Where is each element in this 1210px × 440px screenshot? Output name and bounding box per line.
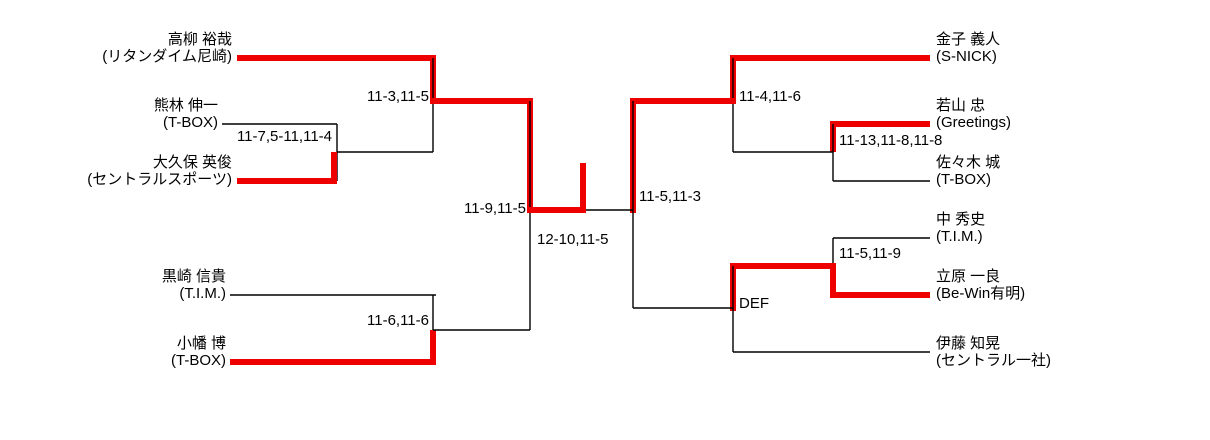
player-name: 若山 忠	[936, 97, 986, 114]
player-name: 黒崎 信貴	[161, 268, 226, 285]
player-entry-4: 黒崎 信貴 (T.I.M.)	[0, 268, 226, 302]
player-club: (セントラルスポーツ)	[87, 171, 232, 188]
match-score-left-r1: 11-7,5-11,11-4	[236, 128, 332, 145]
player-club: (T-BOX)	[936, 171, 991, 188]
player-club: (S-NICK)	[936, 48, 997, 65]
player-club: (T-BOX)	[171, 352, 226, 369]
player-club: (T-BOX)	[163, 114, 218, 131]
player-entry-11: 伊藤 知晃 (セントラル一社)	[936, 335, 1051, 369]
player-name: 大久保 英俊	[152, 154, 232, 171]
match-score-left-qf-top: 11-3,11-5	[367, 88, 429, 105]
player-entry-6: 金子 義人 (S-NICK)	[936, 31, 1000, 65]
player-name: 佐々木 城	[936, 154, 1001, 171]
player-name: 高柳 裕哉	[167, 31, 232, 48]
player-entry-8: 佐々木 城 (T-BOX)	[936, 154, 1000, 188]
player-entry-10: 立原 一良 (Be-Win有明)	[936, 268, 1025, 302]
player-name: 中 秀史	[936, 211, 986, 228]
player-name: 小幡 博	[176, 335, 226, 352]
player-entry-5: 小幡 博 (T-BOX)	[0, 335, 226, 369]
match-score-left-qf-bottom: 11-6,11-6	[367, 312, 429, 329]
player-name: 立原 一良	[936, 268, 1001, 285]
player-club: (Be-Win有明)	[936, 285, 1026, 302]
player-entry-3: 大久保 英俊 (セントラルスポーツ)	[0, 154, 232, 188]
player-name: 金子 義人	[936, 31, 1001, 48]
match-score-right-qf-top: 11-4,11-6	[739, 88, 801, 105]
player-entry-7: 若山 忠 (Greetings)	[936, 97, 1011, 131]
match-score-right-qf-bottom: 11-5,11-9	[839, 245, 901, 262]
player-entry-9: 中 秀史 (T.I.M.)	[936, 211, 985, 245]
match-score-final: 12-10,11-5	[537, 231, 609, 248]
player-club: (T.I.M.)	[179, 285, 226, 302]
match-score-right-def: DEF	[739, 295, 769, 312]
match-score-right-r1: 11-13,11-8,11-8	[839, 132, 943, 149]
player-club: (セントラル一社)	[936, 352, 1051, 369]
match-score-right-sf: 11-5,11-3	[639, 188, 701, 205]
player-name: 熊林 伸一	[153, 97, 218, 114]
player-club: (リタンダイム尼崎)	[102, 48, 232, 65]
player-entry-2: 熊林 伸一 (T-BOX)	[0, 97, 218, 131]
match-score-left-sf: 11-9,11-5	[464, 200, 526, 217]
player-name: 伊藤 知晃	[936, 335, 1001, 352]
player-entry-1: 高柳 裕哉 (リタンダイム尼崎)	[0, 31, 232, 65]
player-club: (Greetings)	[936, 114, 1012, 131]
player-club: (T.I.M.)	[936, 228, 983, 245]
